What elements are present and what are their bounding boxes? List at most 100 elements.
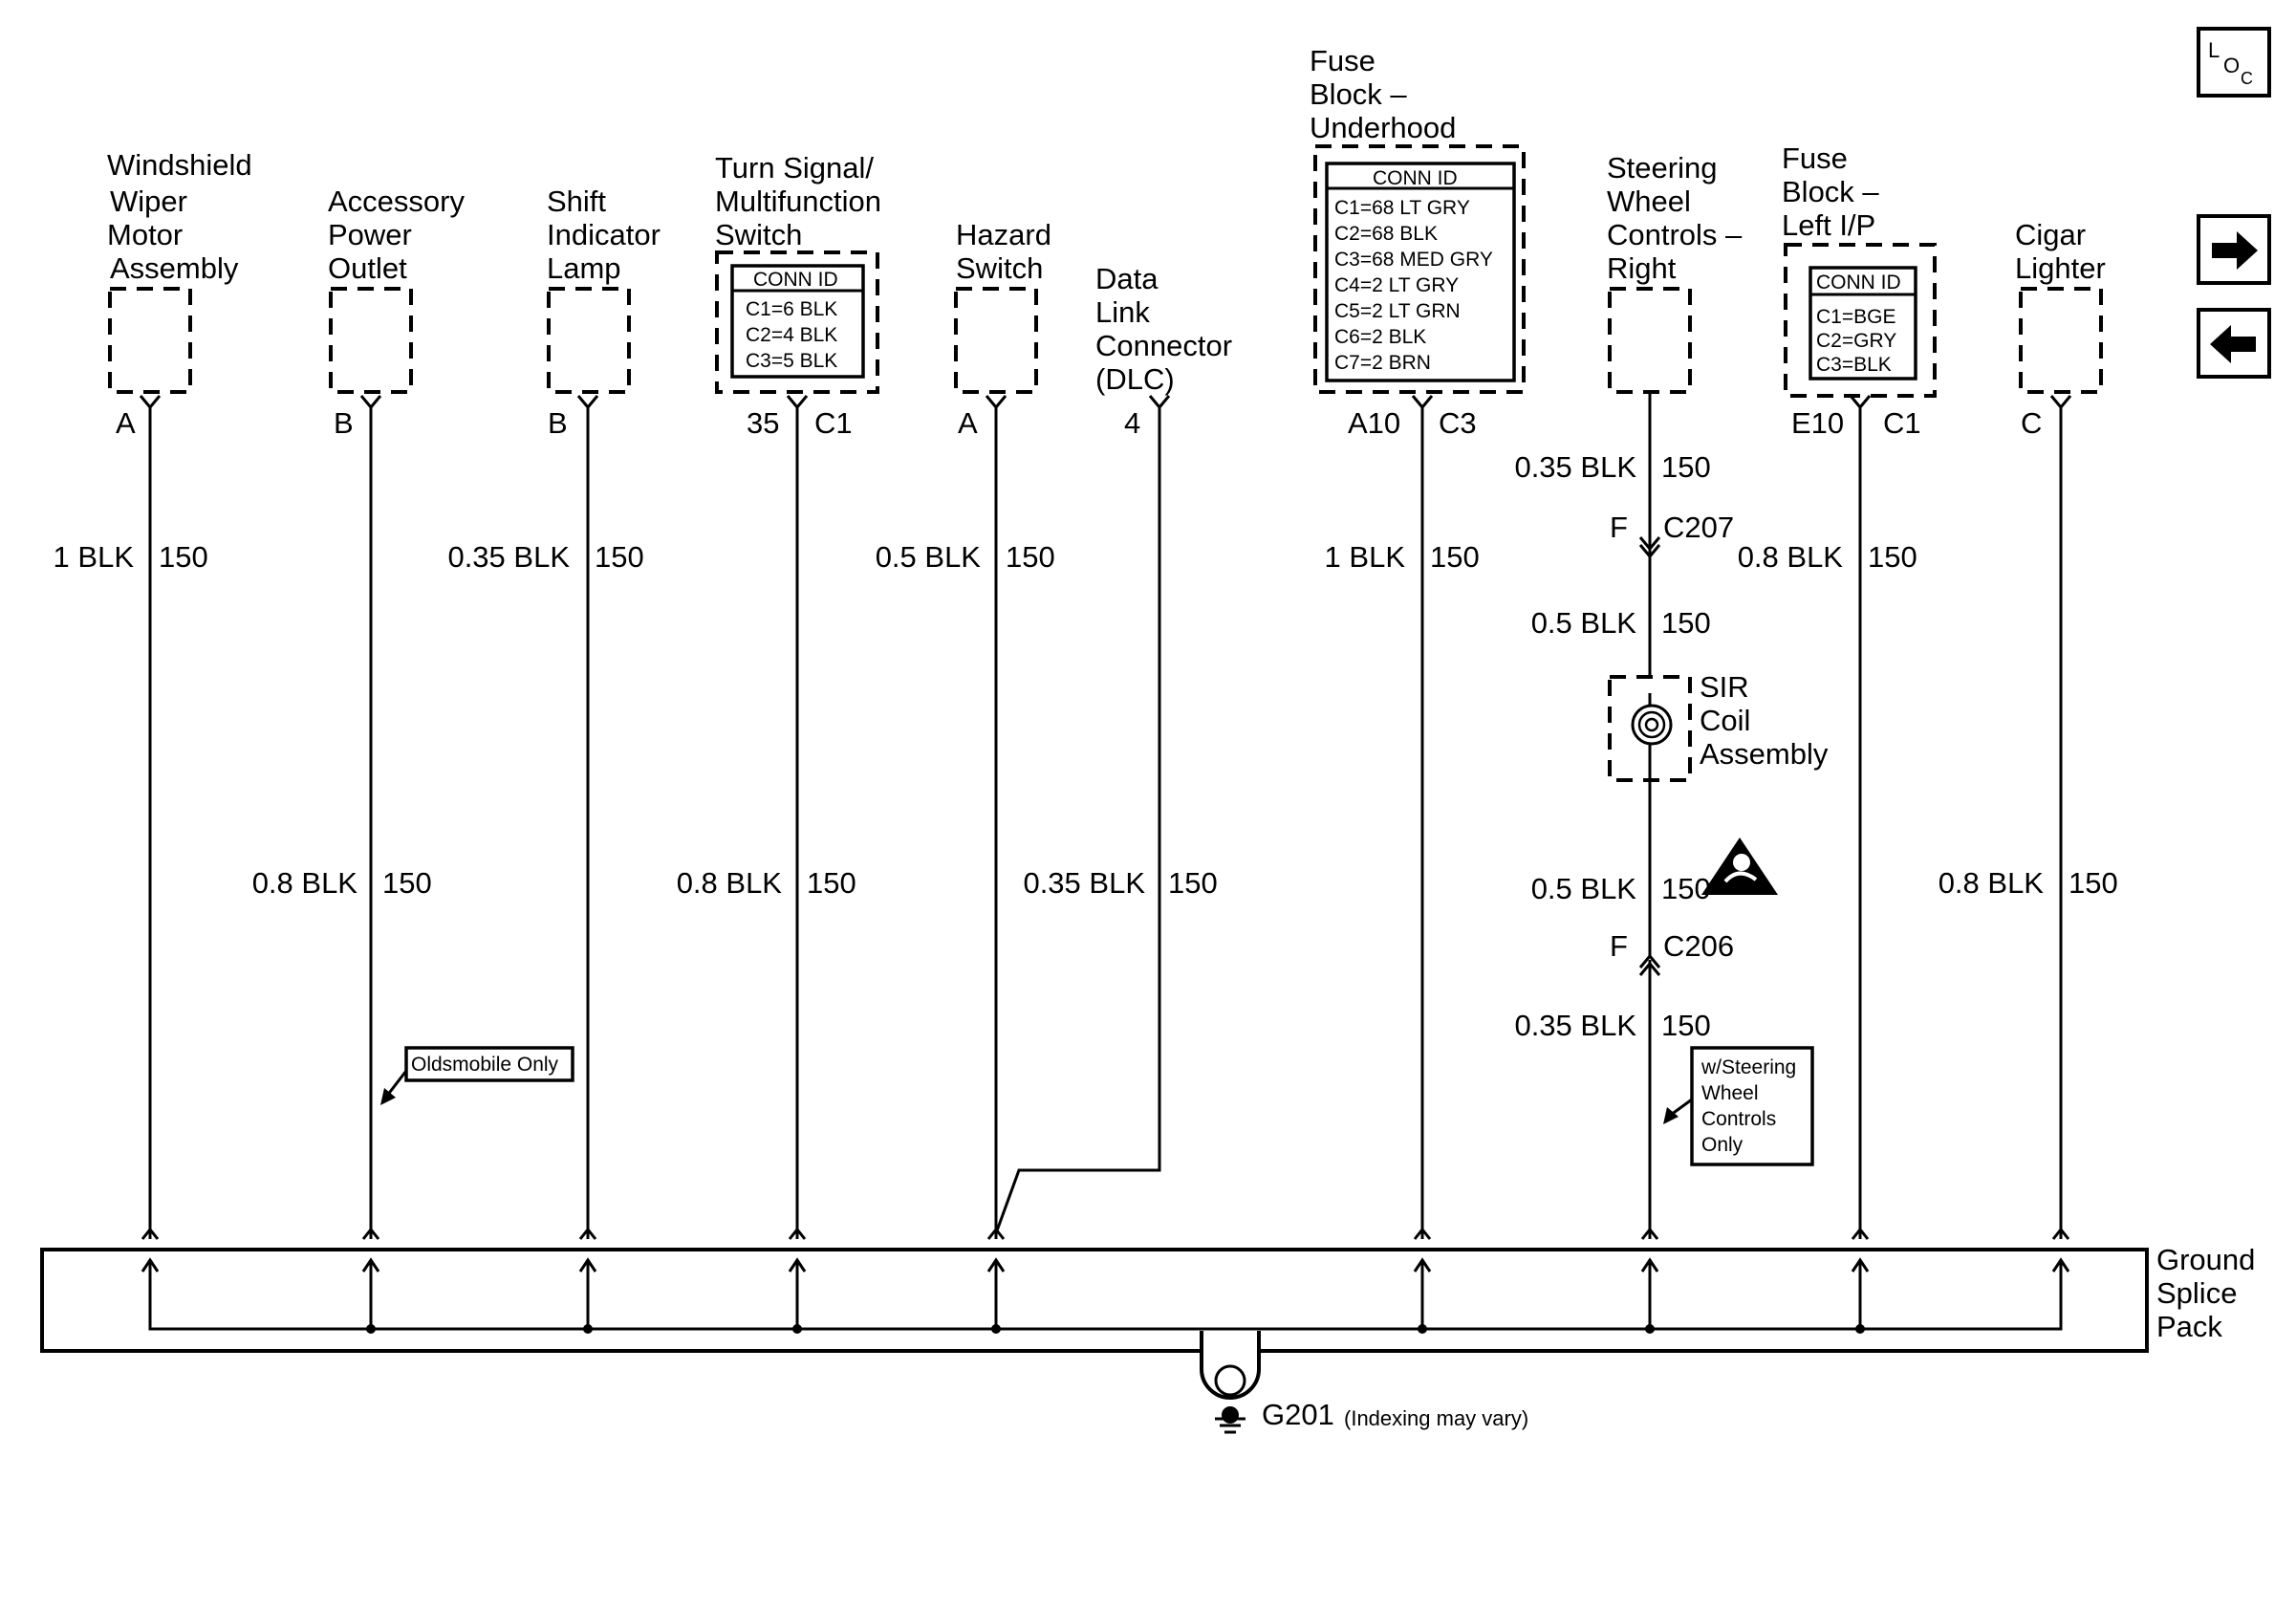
svg-text:1 BLK: 1 BLK <box>54 540 135 574</box>
component-box-cigar-lighter <box>2019 287 2103 394</box>
component-label-turn-signal: Turn Signal/ Multifunction Switch <box>715 151 881 251</box>
wire-label-steering-2: 0.5 BLK 150 <box>1531 606 1711 640</box>
svg-text:C1=68 LT GRY: C1=68 LT GRY <box>1334 197 1470 219</box>
svg-text:C7=2 BRN: C7=2 BRN <box>1334 352 1431 374</box>
svg-text:C2=4 BLK: C2=4 BLK <box>746 324 837 346</box>
loc-icon[interactable]: L O C <box>2197 27 2271 98</box>
wire-label-fuse-underhood: 1 BLK 150 <box>1325 540 1480 574</box>
svg-text:F: F <box>1610 929 1628 963</box>
pin-label: A <box>958 406 978 440</box>
wire-label-cigar: 0.8 BLK 150 <box>1939 866 2118 900</box>
svg-text:Only: Only <box>1701 1134 1744 1156</box>
svg-text:0.5 BLK: 0.5 BLK <box>1531 606 1637 640</box>
svg-text:Controls –: Controls – <box>1607 218 1743 251</box>
pin-label: B <box>548 406 568 440</box>
svg-text:Switch: Switch <box>715 218 802 251</box>
ground-g201: G201 (Indexing may vary) <box>1200 1331 1528 1434</box>
note-oldsmobile-only: Oldsmobile Only <box>380 1046 574 1105</box>
wire-label-steering-4: 0.35 BLK 150 <box>1514 1009 1710 1042</box>
prev-arrow-icon[interactable] <box>2197 308 2271 379</box>
svg-text:Block –: Block – <box>1782 175 1879 208</box>
component-box-fuse-underhood <box>1313 144 1526 394</box>
svg-text:Oldsmobile Only: Oldsmobile Only <box>411 1054 559 1076</box>
svg-text:Outlet: Outlet <box>328 251 407 285</box>
svg-text:150: 150 <box>1661 872 1711 905</box>
component-label-dlc: Data Link Connector (DLC) <box>1095 262 1232 396</box>
svg-text:Data: Data <box>1095 262 1159 295</box>
pin-label: 4 <box>1124 406 1140 440</box>
svg-text:C206: C206 <box>1663 929 1734 963</box>
svg-text:Block –: Block – <box>1310 77 1407 111</box>
wire-label-dlc: 0.35 BLK 150 <box>1023 866 1217 900</box>
component-box-turn-signal <box>715 250 879 394</box>
svg-text:Accessory: Accessory <box>328 185 465 218</box>
svg-text:Windshield: Windshield <box>107 148 252 182</box>
svg-text:Underhood: Underhood <box>1310 111 1456 144</box>
svg-text:Multifunction: Multifunction <box>715 185 881 218</box>
svg-text:C5=2 LT GRN: C5=2 LT GRN <box>1334 300 1461 322</box>
wire-label-fuse-left-ip: 0.8 BLK 150 <box>1738 540 1917 574</box>
pin-label: B <box>334 406 354 440</box>
svg-text:Power: Power <box>328 218 412 251</box>
conn-id-table-turn-signal: CONN ID C1=6 BLK C2=4 BLK C3=5 BLK <box>730 264 865 379</box>
svg-text:Indicator: Indicator <box>547 218 661 251</box>
svg-text:0.8 BLK: 0.8 BLK <box>677 866 783 900</box>
svg-text:Ground: Ground <box>2156 1243 2255 1276</box>
svg-text:150: 150 <box>1430 540 1480 574</box>
svg-text:CONN ID: CONN ID <box>1373 167 1458 189</box>
svg-text:150: 150 <box>807 866 856 900</box>
connector-label: C1 <box>814 406 853 440</box>
wires <box>148 392 2063 1239</box>
svg-text:0.8 BLK: 0.8 BLK <box>1939 866 2045 900</box>
svg-text:150: 150 <box>1868 540 1917 574</box>
svg-text:150: 150 <box>1661 450 1711 484</box>
svg-text:Link: Link <box>1095 295 1150 329</box>
wire-label-steering-1: 0.35 BLK 150 <box>1514 450 1710 484</box>
svg-text:CONN ID: CONN ID <box>1816 272 1901 294</box>
svg-text:Lamp: Lamp <box>547 251 621 285</box>
ground-symbol-icon <box>1214 1364 1246 1434</box>
svg-text:Left I/P: Left I/P <box>1782 208 1875 242</box>
svg-text:150: 150 <box>159 540 208 574</box>
wire-label-accessory: 0.8 BLK 150 <box>252 866 432 900</box>
svg-text:150: 150 <box>595 540 644 574</box>
svg-text:Pack: Pack <box>2156 1310 2222 1343</box>
svg-text:Assembly: Assembly <box>1700 737 1829 771</box>
svg-text:Turn Signal/: Turn Signal/ <box>715 151 874 185</box>
wire-label-windshield: 1 BLK 150 <box>54 540 208 574</box>
wire-label-shift: 0.35 BLK 150 <box>447 540 643 574</box>
svg-text:C3=5 BLK: C3=5 BLK <box>746 350 837 372</box>
pin-label: 35 <box>747 406 779 440</box>
svg-text:Steering: Steering <box>1607 151 1717 185</box>
svg-text:Coil: Coil <box>1700 704 1750 737</box>
svg-text:C1=BGE: C1=BGE <box>1816 306 1895 328</box>
pin-label: C <box>2021 406 2042 440</box>
component-label-windshield-wiper: Windshield Wiper Motor Assembly <box>107 148 252 285</box>
svg-text:150: 150 <box>1168 866 1218 900</box>
next-arrow-icon[interactable] <box>2197 214 2271 285</box>
svg-text:C2=GRY: C2=GRY <box>1816 330 1896 352</box>
note-steering-only: w/Steering Wheel Controls Only <box>1663 1046 1814 1166</box>
svg-text:Lighter: Lighter <box>2015 251 2106 285</box>
component-box-accessory-outlet <box>329 287 413 394</box>
svg-text:Assembly: Assembly <box>110 251 239 285</box>
svg-text:C6=2 BLK: C6=2 BLK <box>1334 326 1426 348</box>
svg-text:C207: C207 <box>1663 511 1734 544</box>
svg-text:O: O <box>2223 54 2240 77</box>
svg-text:0.35 BLK: 0.35 BLK <box>447 540 570 574</box>
svg-text:L: L <box>2208 38 2220 62</box>
svg-text:(DLC): (DLC) <box>1095 362 1175 396</box>
svg-text:0.5 BLK: 0.5 BLK <box>876 540 982 574</box>
wire-label-hazard: 0.5 BLK 150 <box>876 540 1055 574</box>
component-box-steering-controls <box>1608 287 1692 394</box>
component-box-hazard-switch <box>954 287 1038 394</box>
svg-text:0.8 BLK: 0.8 BLK <box>1738 540 1844 574</box>
svg-text:150: 150 <box>2069 866 2118 900</box>
connector-label: C3 <box>1439 406 1477 440</box>
pin-label: A10 <box>1348 406 1400 440</box>
svg-text:C3=68 MED GRY: C3=68 MED GRY <box>1334 249 1493 271</box>
conn-id-table-fuse-left-ip: CONN ID C1=BGE C2=GRY C3=BLK <box>1809 266 1917 381</box>
svg-text:C4=2 LT GRY: C4=2 LT GRY <box>1334 274 1459 296</box>
svg-text:150: 150 <box>1661 606 1711 640</box>
